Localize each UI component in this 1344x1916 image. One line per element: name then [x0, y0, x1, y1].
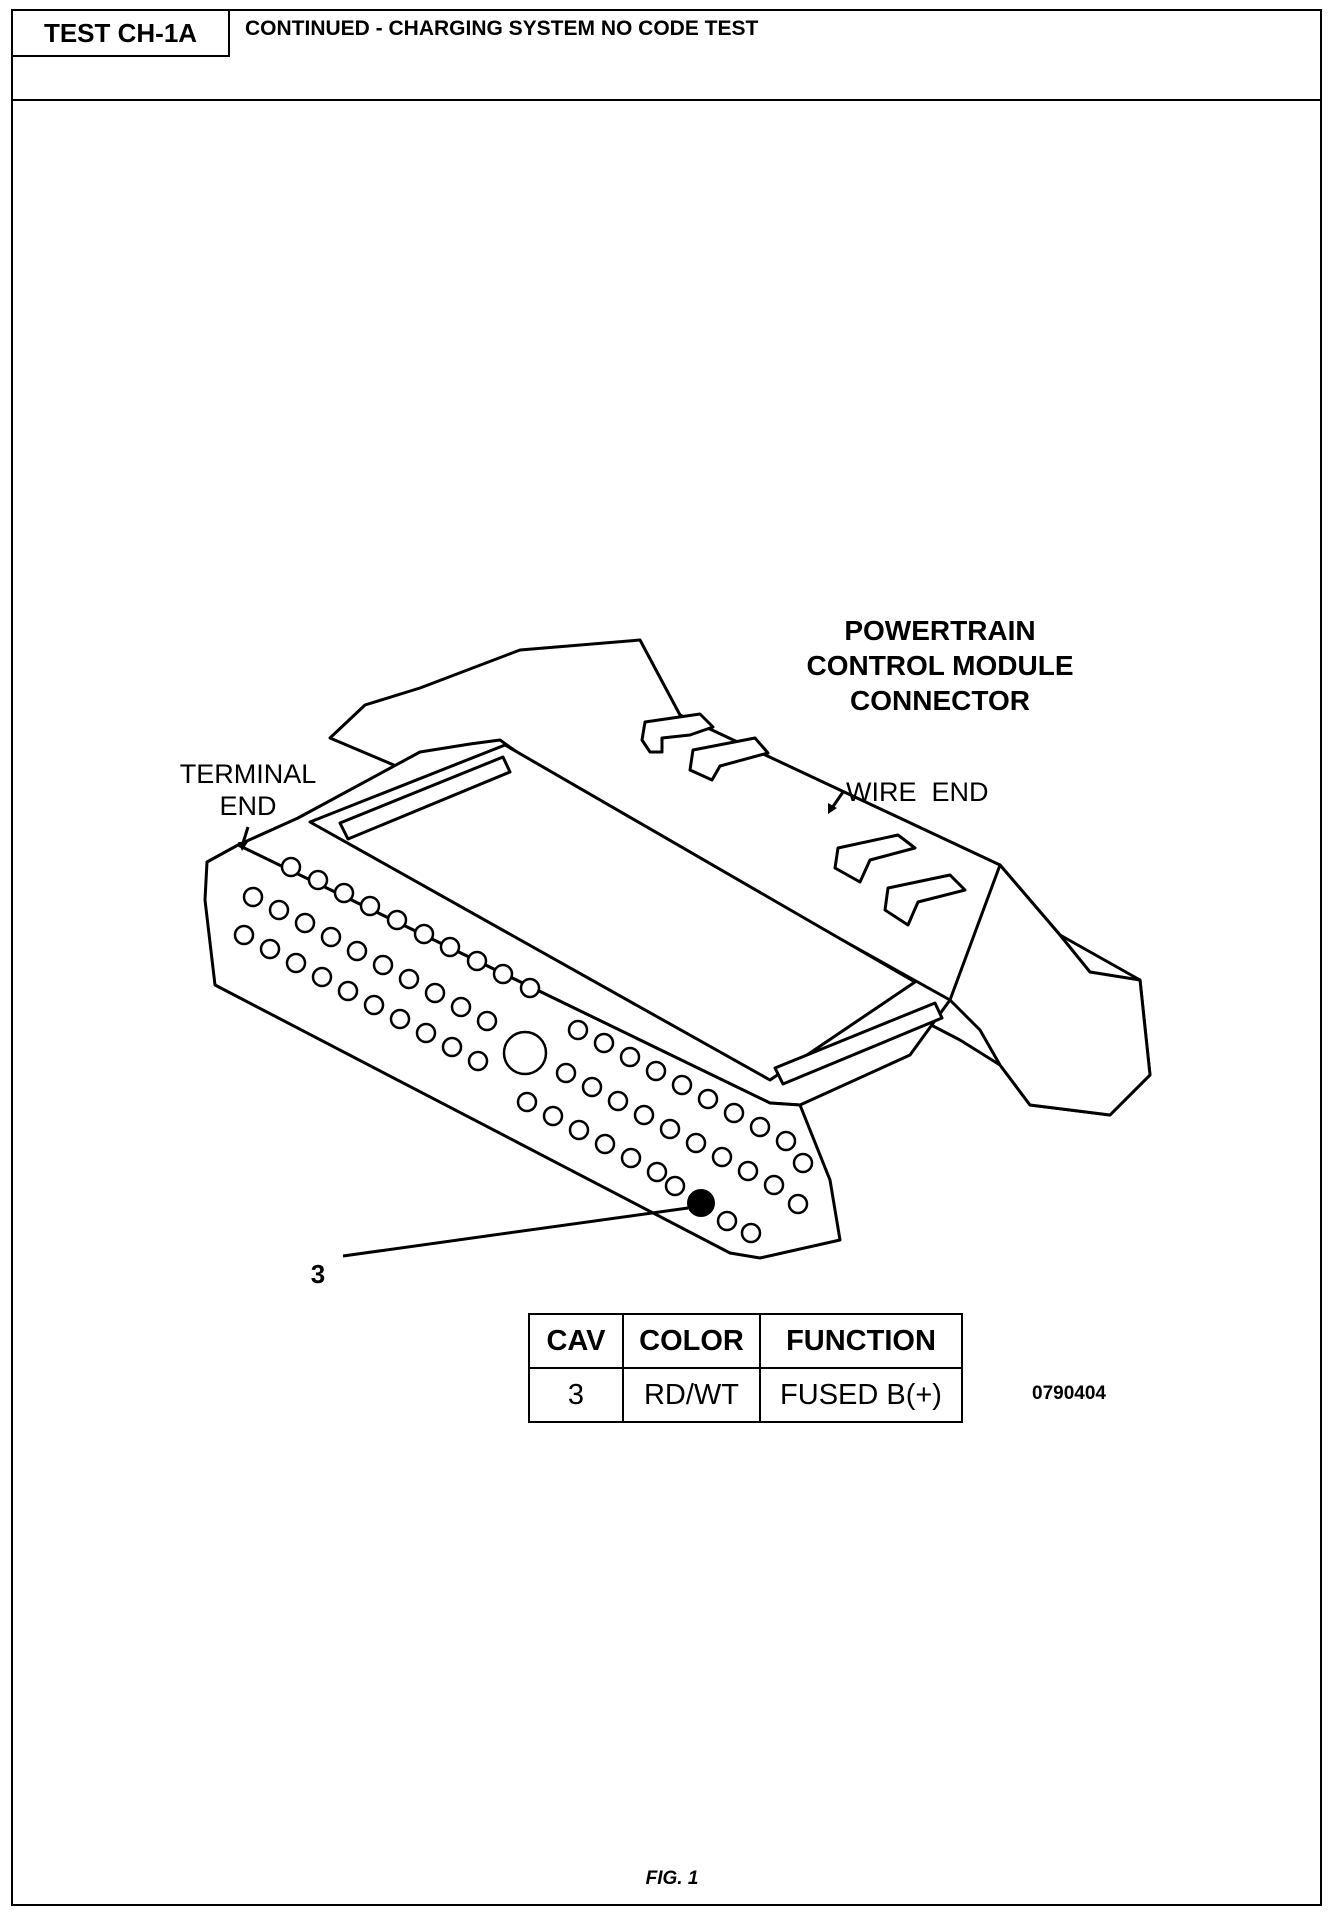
table-header-color: COLOR — [622, 1313, 761, 1369]
latch-3 — [833, 833, 917, 884]
callout-number: 3 — [311, 1259, 325, 1289]
component-label-line-3: CONNECTOR — [850, 685, 1030, 716]
latch-4 — [883, 873, 967, 927]
component-label-line-1: POWERTRAIN — [844, 615, 1035, 646]
table-header-cav: CAV — [528, 1313, 624, 1369]
terminal-end-leader-line — [241, 826, 250, 844]
page-header: TEST CH-1A CONTINUED - CHARGING SYSTEM N… — [13, 11, 1320, 101]
component-label-line-2: CONTROL MODULE — [806, 650, 1073, 681]
table-header-row: CAV COLOR FUNCTION — [528, 1313, 963, 1369]
wire-end-arrowhead — [828, 803, 837, 814]
cavity-pins-left — [233, 856, 541, 1072]
table-header-function: FUNCTION — [759, 1313, 963, 1369]
cavity-3-highlight — [687, 1189, 715, 1217]
top-rail-left — [338, 755, 512, 841]
figure-code: 0790404 — [1032, 1383, 1106, 1404]
test-id-box: TEST CH-1A — [13, 11, 230, 57]
housing-side — [948, 863, 1152, 1117]
latch-1 — [640, 712, 715, 754]
figure-label: FIG. 1 — [645, 1868, 699, 1889]
table-row: 3 RD/WT FUSED B(+) — [528, 1367, 963, 1423]
table-cell-function: FUSED B(+) — [759, 1367, 963, 1423]
center-channel — [308, 743, 917, 1082]
terminal-end-label-line-1: TERMINAL — [180, 759, 317, 789]
key-hole — [502, 1030, 548, 1076]
page-frame: TEST CH-1A CONTINUED - CHARGING SYSTEM N… — [11, 9, 1322, 1906]
top-rail-right — [773, 1001, 944, 1086]
terminal-end-label-line-2: END — [219, 791, 276, 821]
cavity-pins-right — [516, 1019, 814, 1244]
wire-end-label: WIRE END — [846, 777, 989, 807]
wire-end-leader-line — [830, 791, 845, 809]
callout-leader-line — [342, 1206, 689, 1258]
cavity-table: CAV COLOR FUNCTION 3 RD/WT FUSED B(+) — [528, 1313, 963, 1423]
table-cell-color: RD/WT — [622, 1367, 761, 1423]
latch-2 — [688, 736, 770, 782]
page-title: CONTINUED - CHARGING SYSTEM NO CODE TEST — [245, 17, 759, 40]
table-cell-cav: 3 — [528, 1367, 624, 1423]
terminal-end-arrowhead — [238, 842, 248, 851]
